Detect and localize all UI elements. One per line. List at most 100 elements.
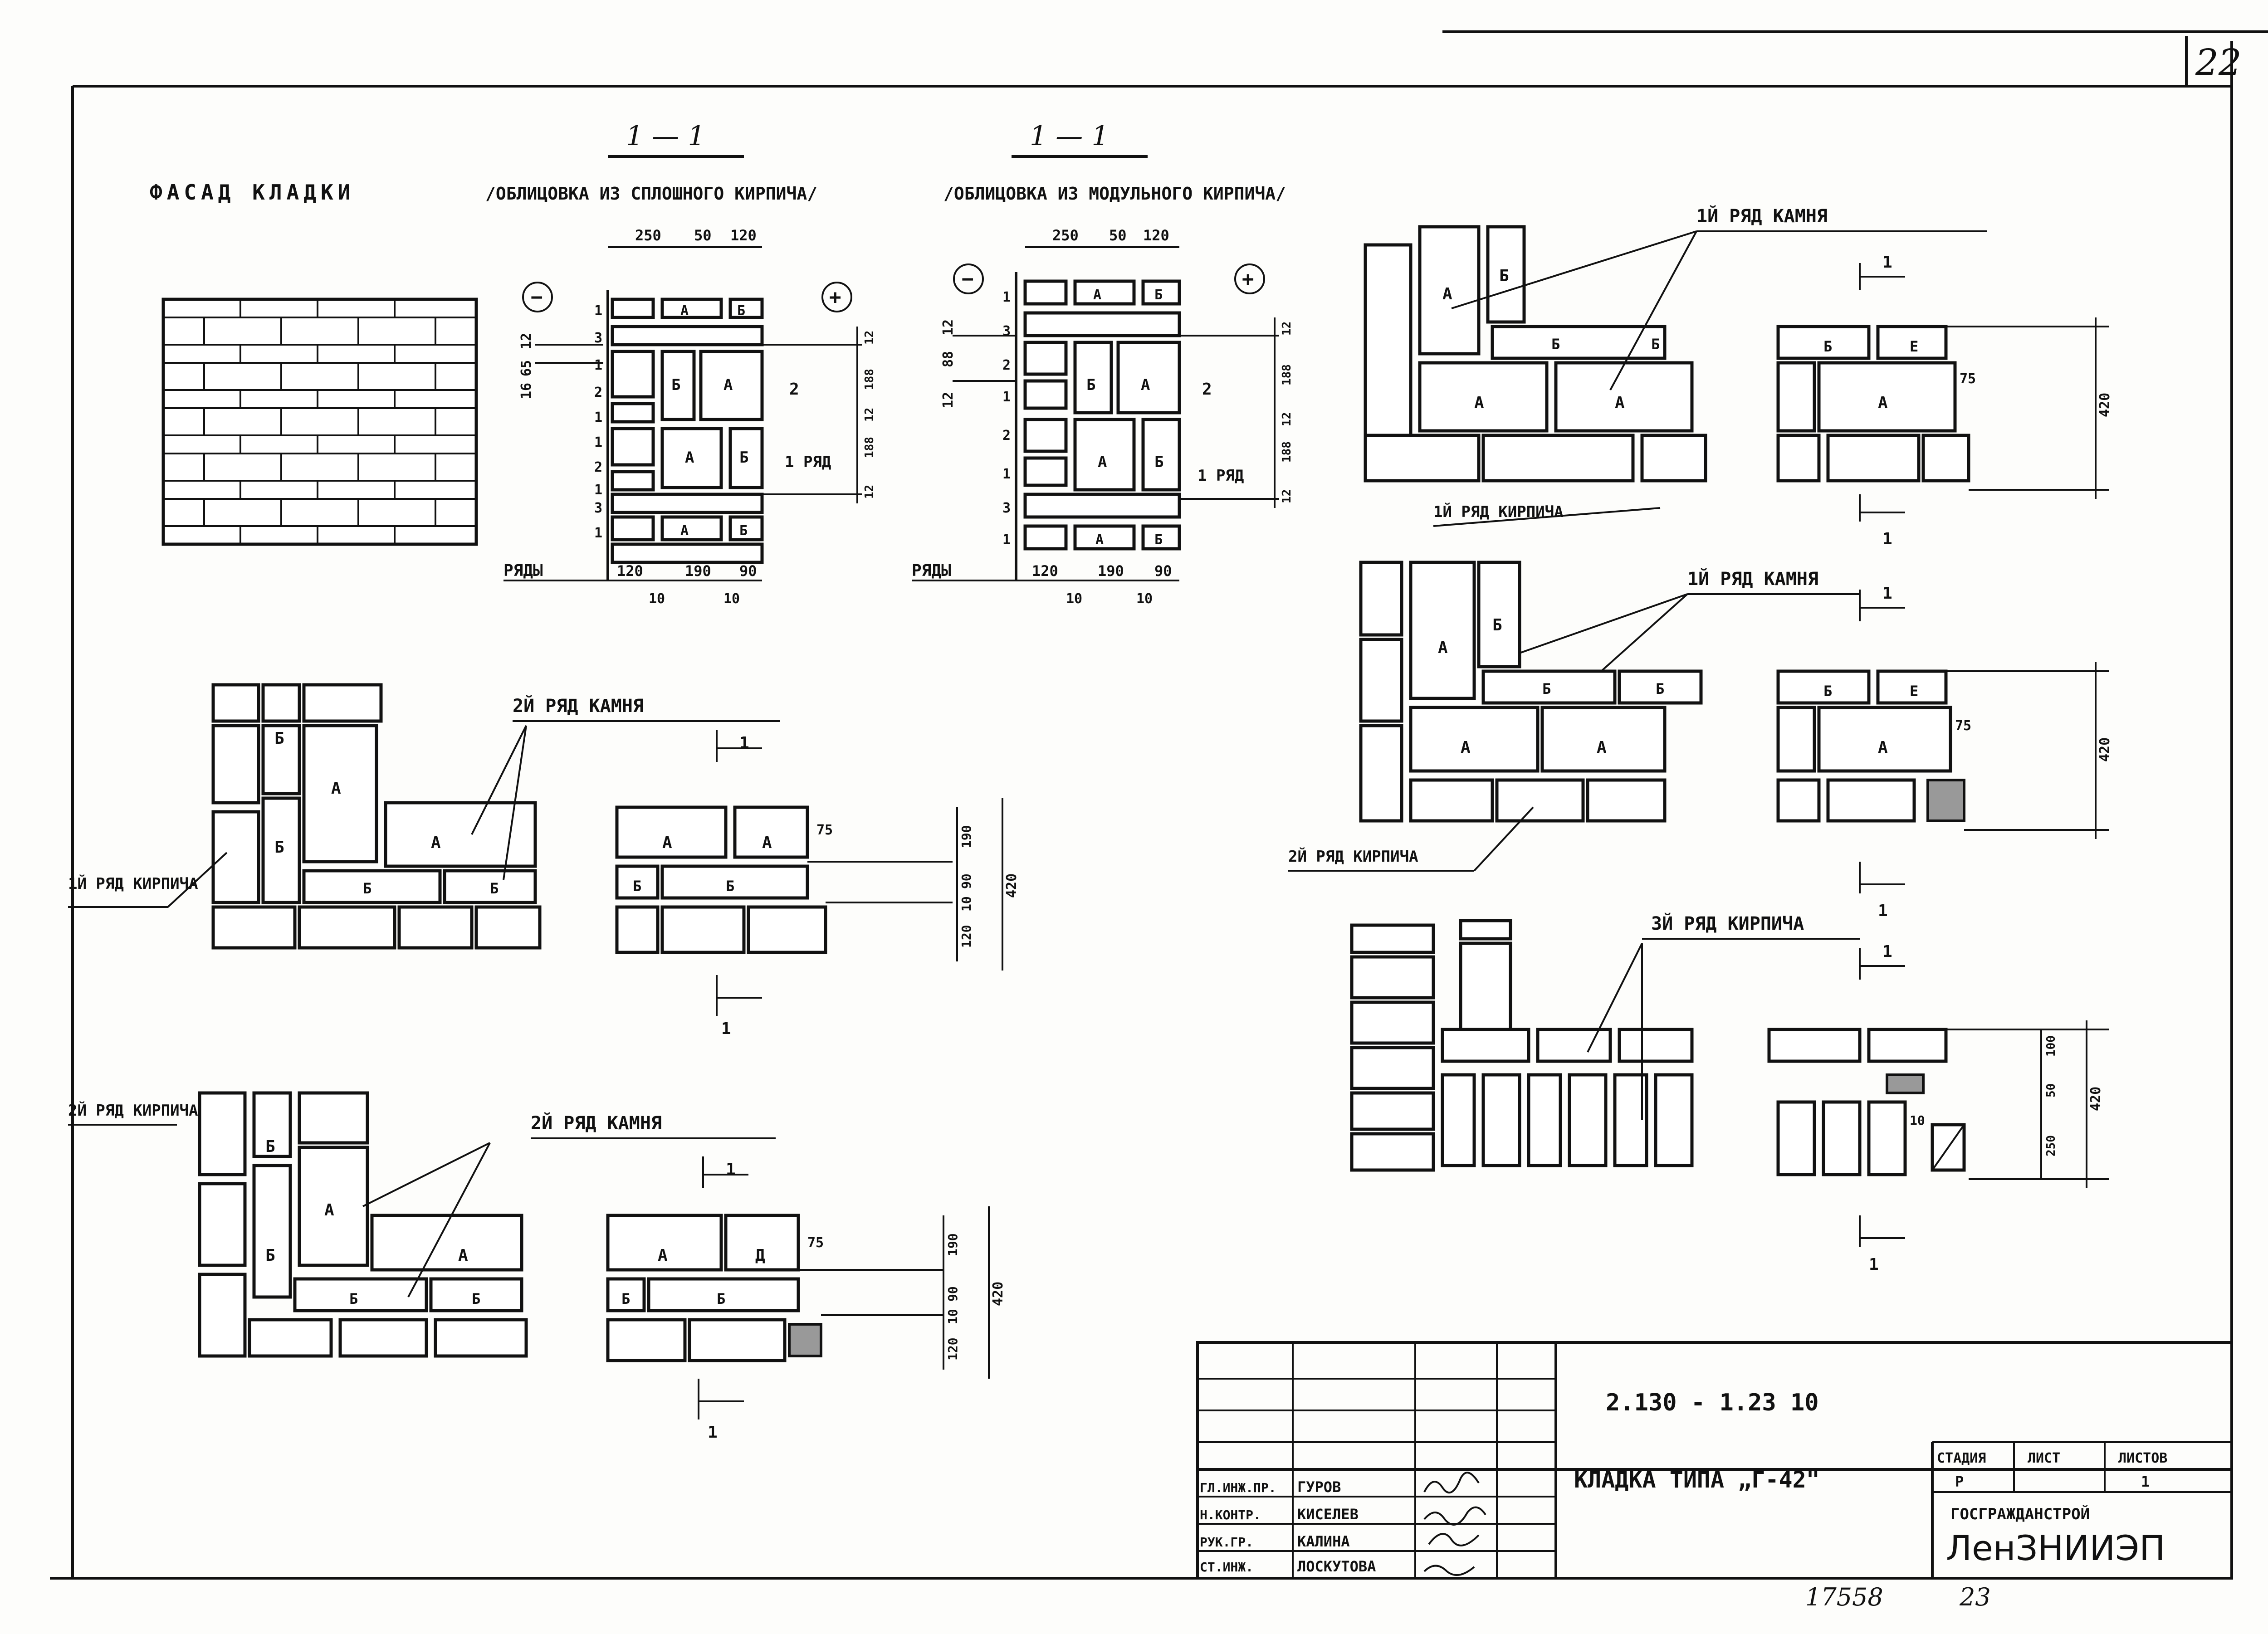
detail-r1: Б Е А 75 1 1 420 <box>1776 253 2113 548</box>
section-2-block-a3: А <box>1098 453 1107 471</box>
doc-code: 2.130 - 1.23 10 <box>1606 1389 1819 1416</box>
r2-detail-mark-top: 1 <box>1882 584 1892 603</box>
r3-detail-dim-50: 50 <box>2044 1083 2058 1097</box>
callout-brick-row-2-b: 2Й РЯД КИРПИЧА <box>1288 847 1418 866</box>
section-1-label-2: 2 <box>789 380 799 399</box>
section-1-bottom-dim-1: 120 <box>617 562 643 580</box>
plan-stone-row-1-top: А Б Б Б А А 1Й РЯД КАМНЯ 1Й РЯД КИРПИЧА <box>1364 205 1987 527</box>
detail-2-block-d1: Д <box>755 1246 765 1265</box>
detail-1-block-a1: А <box>662 834 672 852</box>
detail-2-dim-420: 420 <box>990 1282 1006 1306</box>
section-1-top-dim-1: 250 <box>635 227 661 244</box>
plan-2-block-b1: Б <box>265 1137 275 1156</box>
section-1-right-dim-5: 12 <box>863 485 876 499</box>
r1-detail-dim-420: 420 <box>2097 393 2113 417</box>
section-2-left-dim-2: 88 <box>940 351 956 367</box>
detail-2-mark-bottom: 1 <box>708 1423 718 1442</box>
doc-title: КЛАДКА ТИПА „Г-42" <box>1574 1467 1820 1493</box>
section-1-bottom-dim-3: 90 <box>739 562 757 580</box>
section-2-block-a2: А <box>1141 376 1150 394</box>
staff-name-3: КАЛИНА <box>1297 1533 1350 1550</box>
r1-detail-mark-top: 1 <box>1882 253 1892 272</box>
section-2-right-dim-2: 188 <box>1280 364 1294 385</box>
section-1-top-dim-3: 120 <box>730 227 757 244</box>
section-2-row-7: 3 <box>1002 500 1011 516</box>
section-1-row-5: 1 <box>594 410 602 425</box>
section-1-block-b4: Б <box>739 523 748 539</box>
section-1-label-1row: 1 РЯД <box>785 453 831 471</box>
signature-4 <box>1423 1565 1475 1576</box>
r2-block-a1: А <box>1438 639 1448 657</box>
section-1-top-dim-2: 50 <box>694 227 712 244</box>
section-1-row-9: 3 <box>594 500 602 516</box>
section-1-block-a4: А <box>680 523 689 539</box>
detail-1-dim-420: 420 <box>1004 873 1020 898</box>
section-2-right-dim-5: 12 <box>1280 489 1294 503</box>
section-2-bottom-dim-2: 190 <box>1098 562 1124 580</box>
staff-name-4: ЛОСКУТОВА <box>1297 1558 1376 1575</box>
section-1-subtitle: /ОБЛИЦОВКА ИЗ СПЛОШНОГО КИРПИЧА/ <box>485 184 817 204</box>
callout-stone-row-1-b: 1Й РЯД КАМНЯ <box>1687 568 1818 590</box>
section-2-block-a4: А <box>1095 532 1104 548</box>
section-1-right-dim-3: 12 <box>863 408 876 422</box>
callout-stone-row-2-a: 2Й РЯД КАМНЯ <box>513 695 644 717</box>
callout-brick-row-1-a: 1Й РЯД КИРПИЧА <box>68 874 198 893</box>
detail-2-block-b2: Б <box>717 1290 725 1307</box>
section-2-right-dim-3: 12 <box>1280 412 1294 426</box>
r2-detail-dim-420: 420 <box>2097 737 2113 762</box>
section-2-plus: + <box>1242 268 1254 291</box>
plan-1-block-b4: Б <box>490 880 499 897</box>
plan-1-block-b1: Б <box>274 729 284 748</box>
section-2-row-8: 1 <box>1002 532 1011 548</box>
plan-2-block-b4: Б <box>472 1290 480 1307</box>
section-2-row-5: 2 <box>1002 428 1011 444</box>
section-1-minus: − <box>531 286 543 309</box>
staff-role-1: ГЛ.ИНЖ.ПР. <box>1200 1480 1276 1495</box>
r1-block-b2: Б <box>1551 336 1560 353</box>
section-2-minus-symbol <box>953 263 984 294</box>
r3-detail-mark-bottom: 1 <box>1869 1255 1879 1274</box>
section-1-bottom-gap-2: 10 <box>723 591 740 607</box>
detail-r2: Б Е А 75 1 1 420 <box>1776 584 2113 920</box>
plan-1-block-a1: А <box>331 779 341 798</box>
detail-2-block-a1: А <box>658 1246 668 1265</box>
callout-brick-row-3: 3Й РЯД КИРПИЧА <box>1651 912 1804 934</box>
section-1-minus-symbol <box>522 282 553 312</box>
section-1-row-8: 1 <box>594 482 602 498</box>
r2-block-b2: Б <box>1542 680 1551 697</box>
r2-detail-dim-75: 75 <box>1955 718 1971 734</box>
section-2-row-1: 1 <box>1002 289 1011 305</box>
detail-r3: 10 1 1 100 50 250 420 <box>1767 942 2109 1274</box>
r3-detail-dim-420: 420 <box>2088 1087 2104 1111</box>
section-2-right-dim-4: 188 <box>1280 441 1294 463</box>
section-solid-brick: 1 — 1 /ОБЛИЦОВКА ИЗ СПЛОШНОГО КИРПИЧА/ 2… <box>485 120 876 607</box>
facade-brickwork <box>161 298 478 546</box>
detail-2-dim-120: 120 <box>945 1337 960 1361</box>
r3-detail-dim-250: 250 <box>2044 1135 2058 1156</box>
r2-detail-block-e: Е <box>1910 683 1918 700</box>
signature-1 <box>1423 1472 1480 1494</box>
r2-block-a3: А <box>1597 738 1607 757</box>
plan-stone-row-1-middle: А Б Б Б А А 1Й РЯД КАМНЯ 2Й РЯД КИРПИЧА <box>1288 561 1860 872</box>
section-1-left-dim-1: 16 <box>518 383 534 399</box>
r1-block-b1: Б <box>1499 267 1509 285</box>
org-name-2: ЛенЗНИИЭП <box>1946 1528 2165 1568</box>
section-2-top-dim-3: 120 <box>1143 227 1169 244</box>
detail-1-dim-75: 75 <box>816 822 833 838</box>
callout-brick-row-2-a: 2Й РЯД КИРПИЧА <box>68 1101 198 1120</box>
section-2-row-3: 2 <box>1002 357 1011 373</box>
staff-role-2: Н.КОНТР. <box>1200 1507 1261 1522</box>
section-2-left-dim-1: 12 <box>940 392 956 408</box>
r2-detail-block-a: А <box>1878 738 1888 757</box>
page-number: 22 <box>2195 41 2242 83</box>
detail-1-dim-90: 90 <box>959 873 974 889</box>
section-1-row-6: 1 <box>594 434 602 450</box>
sheet-header: ЛИСТ <box>2028 1450 2060 1466</box>
sheets-header: ЛИСТОВ <box>2118 1450 2167 1466</box>
callout-brick-row-1-b: 1Й РЯД КИРПИЧА <box>1433 502 1564 521</box>
org-name-1: ГОСГРАЖДАНСТРОЙ <box>1950 1505 2090 1523</box>
detail-1-block-b2: Б <box>726 878 734 895</box>
plan-1-block-b2: Б <box>274 838 284 857</box>
section-1-bottom-gap-1: 10 <box>649 591 665 607</box>
